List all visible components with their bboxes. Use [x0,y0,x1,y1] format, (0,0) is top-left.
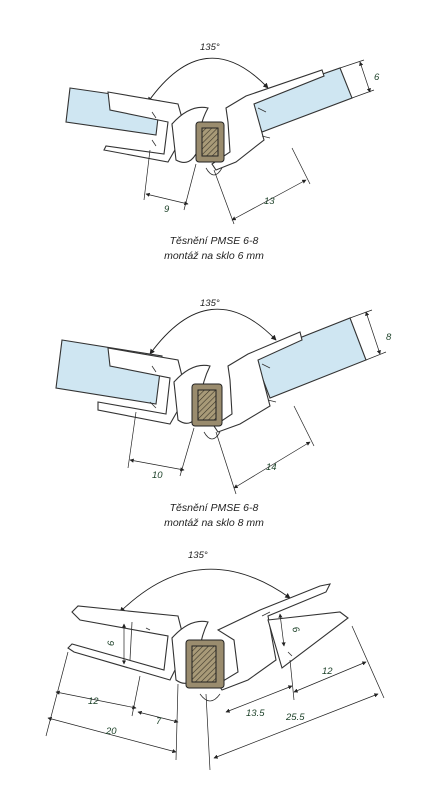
seal-right-3 [216,583,331,691]
dim-right-inner-label-3: 13.5 [246,708,265,719]
dim-right-total-3 [213,693,379,759]
glass-pane-right-2 [253,317,367,399]
caption-1-line-1: Těsnění PMSE 6-8 [169,235,259,247]
dim-left-2 [129,458,185,472]
caption-2-line-1: Těsnění PMSE 6-8 [169,502,259,514]
dim-right-outer-label-3: 12 [322,666,333,677]
caption-2: Těsnění PMSE 6-8 montáž na sklo 8 mm [0,501,428,531]
magnet-core-1 [201,127,219,157]
seal-right-2 [213,331,303,433]
dim-thickness-label-1: 6 [374,72,380,83]
dim-right-2 [233,441,311,489]
diagram-2: 135° 8 10 14 [55,298,392,495]
diagram-3: 135° 6 6 12 20 7 13.5 12 25 [45,550,385,771]
ext-lines-right-2 [215,405,315,495]
dim-right-1 [231,179,307,221]
seal-left-2 [97,347,183,425]
ext-lines-thickness-2 [349,309,387,361]
diagram-1: 135° 6 9 13 [65,42,380,225]
dim-thickness-2 [365,311,381,355]
magnet-core-3 [191,645,217,683]
dim-thickness-1 [359,61,371,93]
angle-arc-1 [147,57,269,103]
seal-right-lips-3 [261,611,293,657]
ext-lines-right-1 [213,147,311,225]
dim-left-total-3 [47,716,177,754]
ext-lines-right-3 [205,625,385,771]
seal-right-lips-2 [261,363,277,403]
seal-left-channel-3 [129,621,151,661]
angle-label-2: 135° [200,298,220,309]
magnet-core-2 [197,389,217,421]
dim-thickness-label-2: 8 [386,332,392,343]
dim-left-label-2: 10 [152,470,163,481]
dim-left-label-1: 9 [164,204,170,215]
angle-arc-2 [149,308,277,355]
caption-2-line-2: montáž na sklo 8 mm [164,517,264,529]
dim-left-offset-3 [137,710,179,724]
dim-right-label-1: 13 [264,196,275,207]
seal-joint-1 [205,167,223,176]
dim-left-1 [145,192,189,206]
dim-left-offset-label-3: 7 [156,716,162,727]
seal-right-lower-leg-3 [267,611,349,669]
dim-right-height-label-3: 6 [289,625,301,634]
angle-arc-3 [119,568,291,613]
seal-left-3 [67,605,183,681]
dim-left-height-label-3: 6 [106,640,117,646]
dim-left-inner-3 [55,690,137,710]
seal-joint-3 [199,693,221,702]
dim-right-outer-3 [293,661,367,693]
angle-label-3: 135° [188,550,208,561]
seal-left-lips-2 [149,365,157,409]
seal-right-lips-1 [257,107,271,139]
caption-1-line-2: montáž na sklo 6 mm [164,250,264,262]
dim-right-total-label-3: 25.5 [285,712,305,723]
angle-label-1: 135° [200,42,220,53]
dim-right-label-2: 14 [266,462,277,473]
caption-1: Těsnění PMSE 6-8 montáž na sklo 6 mm [0,234,428,264]
seal-right-1 [211,69,325,171]
seal-joint-2 [203,431,221,440]
dim-left-inner-label-3: 12 [88,696,99,707]
dim-right-height-3 [278,613,286,647]
dim-left-total-label-3: 20 [105,726,117,737]
seal-left-lips-1 [151,111,157,147]
